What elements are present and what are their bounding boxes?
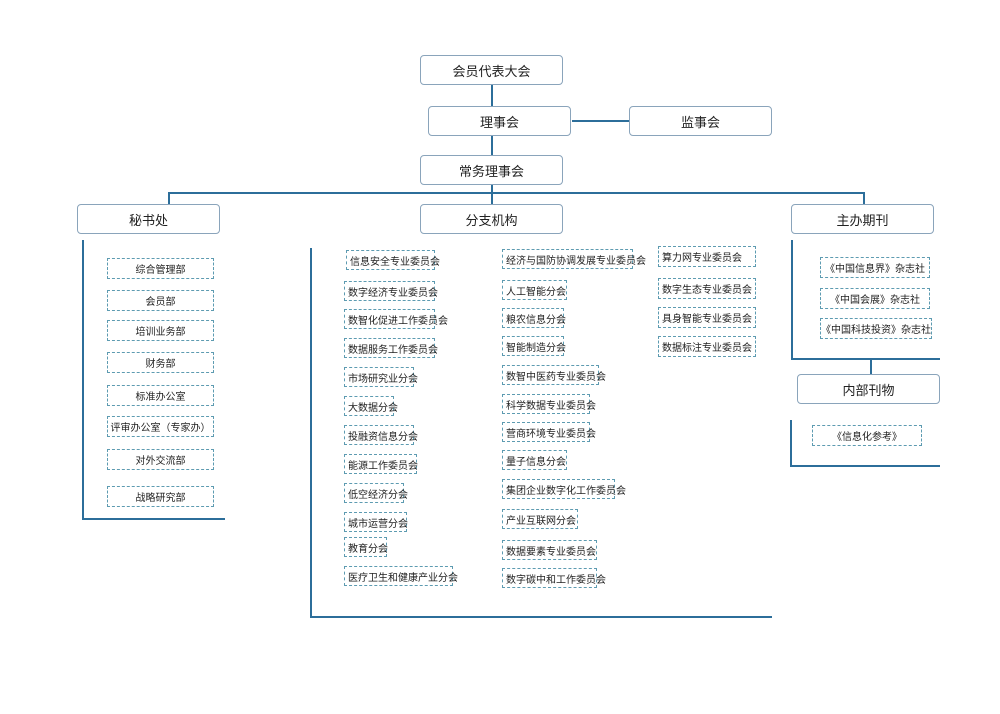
line-horizontal-bus [168,192,864,194]
branch-item: 数智中医药专业委员会 [502,365,606,385]
secretariat-item: 评审办公室（专家办） [107,416,214,437]
journals-box: 主办期刊 [791,204,934,234]
branch-item: 科学数据专业委员会 [502,394,596,414]
journal-item: 《中国信息界》杂志社 [820,257,930,278]
secretariat-item: 战略研究部 [107,486,214,507]
line-standing-bus [491,185,493,193]
internal-bracket-vertical [790,420,792,467]
branch-item: 人工智能分会 [502,280,567,300]
branch-item: 营商环境专业委员会 [502,422,596,442]
branches-bracket-bottom [310,616,772,618]
journals-bracket-bottom [791,358,940,360]
branch-item: 数智化促进工作委员会 [344,309,448,329]
line-assembly-council [491,84,493,106]
branch-item: 低空经济分会 [344,483,408,503]
line-bus-secretariat [168,192,170,204]
secretariat-bracket-bottom [82,518,225,520]
branch-item: 市场研究业分会 [344,367,418,387]
branch-item: 数据服务工作委员会 [344,338,438,358]
journal-item: 《中国科技投资》杂志社 [820,318,932,339]
secretariat-item: 标准办公室 [107,385,214,406]
branch-item: 算力网专业委员会 [658,246,756,267]
branch-item: 能源工作委员会 [344,454,418,474]
branch-item: 城市运营分会 [344,512,408,532]
standing-council-box: 常务理事会 [420,155,563,185]
line-council-supervisors [572,120,629,122]
branch-item: 具身智能专业委员会 [658,307,756,328]
branch-item: 智能制造分会 [502,336,566,356]
council-box: 理事会 [428,106,571,136]
secretariat-item: 培训业务部 [107,320,214,341]
branch-item: 数字生态专业委员会 [658,278,756,299]
branch-item: 信息安全专业委员会 [346,250,440,270]
branch-item: 数据标注专业委员会 [658,336,756,357]
member-assembly-box: 会员代表大会 [420,55,563,85]
secretariat-box: 秘书处 [77,204,220,234]
branch-item: 产业互联网分会 [502,509,578,529]
line-council-standing [491,136,493,155]
branch-item: 数字经济专业委员会 [344,281,438,301]
branches-box: 分支机构 [420,204,563,234]
secretariat-item: 会员部 [107,290,214,311]
internal-bracket-bottom [790,465,940,467]
supervisors-box: 监事会 [629,106,772,136]
secretariat-item: 财务部 [107,352,214,373]
secretariat-item: 综合管理部 [107,258,214,279]
branch-item: 粮农信息分会 [502,308,566,328]
journals-bracket-vertical [791,240,793,360]
branch-item: 集团企业数字化工作委员会 [502,479,626,499]
line-journals-internal [870,360,872,374]
secretariat-item: 对外交流部 [107,449,214,470]
branch-item: 医疗卫生和健康产业分会 [344,566,458,586]
branch-item: 大数据分会 [344,396,398,416]
line-bus-journals [863,192,865,204]
internal-publication-item: 《信息化参考》 [812,425,922,446]
branch-item: 教育分会 [344,537,388,557]
branch-item: 量子信息分会 [502,450,567,470]
branch-item: 数字碳中和工作委员会 [502,568,606,588]
internal-publications-box: 内部刊物 [797,374,940,404]
branch-item: 投融资信息分会 [344,425,418,445]
line-bus-branches [491,192,493,204]
secretariat-bracket-vertical [82,240,84,520]
branch-item: 经济与国防协调发展专业委员会 [502,249,646,269]
journal-item: 《中国会展》杂志社 [820,288,930,309]
branches-bracket-vertical [310,248,312,618]
branch-item: 数据要素专业委员会 [502,540,597,560]
